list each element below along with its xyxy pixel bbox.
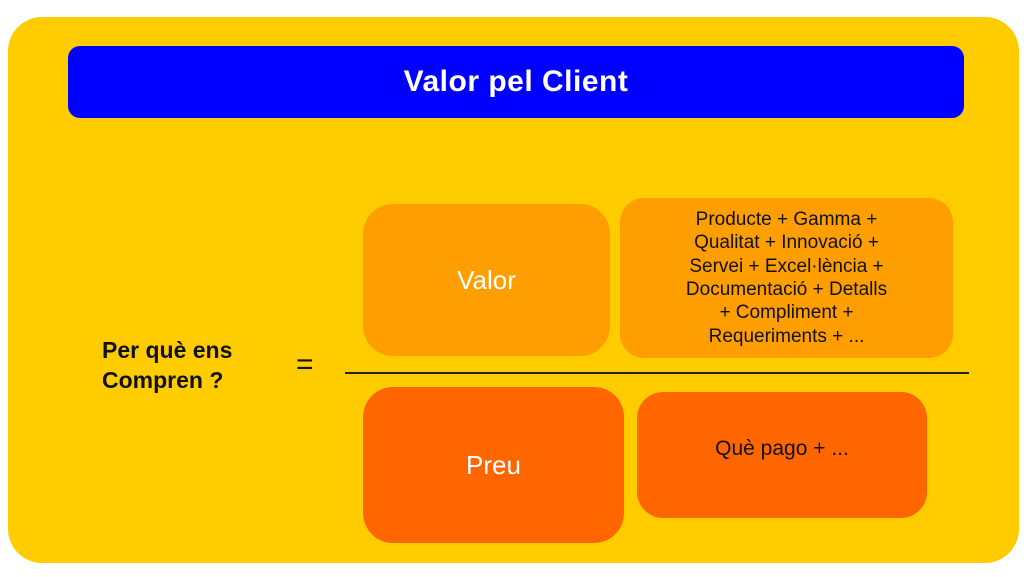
valor-detail-line-5: + Compliment + — [719, 302, 854, 324]
valor-detail-line-6: Requeriments + ... — [708, 325, 865, 347]
fraction-line — [345, 372, 969, 374]
question-line-2: Compren ? — [102, 367, 224, 393]
question-line-1: Per què ens — [102, 337, 233, 363]
valor-detail-line-3: Servei + Excel·lència + — [689, 255, 884, 277]
preu-detail-text: Què pago + ... — [715, 437, 849, 460]
question-text: Per què ens Compren ? — [102, 335, 302, 395]
valor-detail-box: Producte + Gamma + Qualitat + Innovació … — [620, 198, 953, 358]
header-bar: Valor pel Client — [68, 46, 964, 118]
valor-label: Valor — [457, 264, 516, 295]
valor-detail-text: Producte + Gamma + Qualitat + Innovació … — [686, 208, 887, 348]
equals-sign: = — [296, 348, 314, 381]
valor-detail-line-4: Documentació + Detalls — [685, 279, 888, 300]
preu-detail-box: Què pago + ... — [637, 392, 927, 518]
preu-box: Preu — [363, 387, 624, 543]
header-title: Valor pel Client — [403, 65, 629, 98]
valor-box: Valor — [363, 204, 610, 356]
preu-label: Preu — [466, 449, 521, 480]
valor-detail-line-2: Qualitat + Innovació + — [694, 232, 879, 254]
valor-detail-line-1: Producte + Gamma + — [695, 209, 878, 231]
